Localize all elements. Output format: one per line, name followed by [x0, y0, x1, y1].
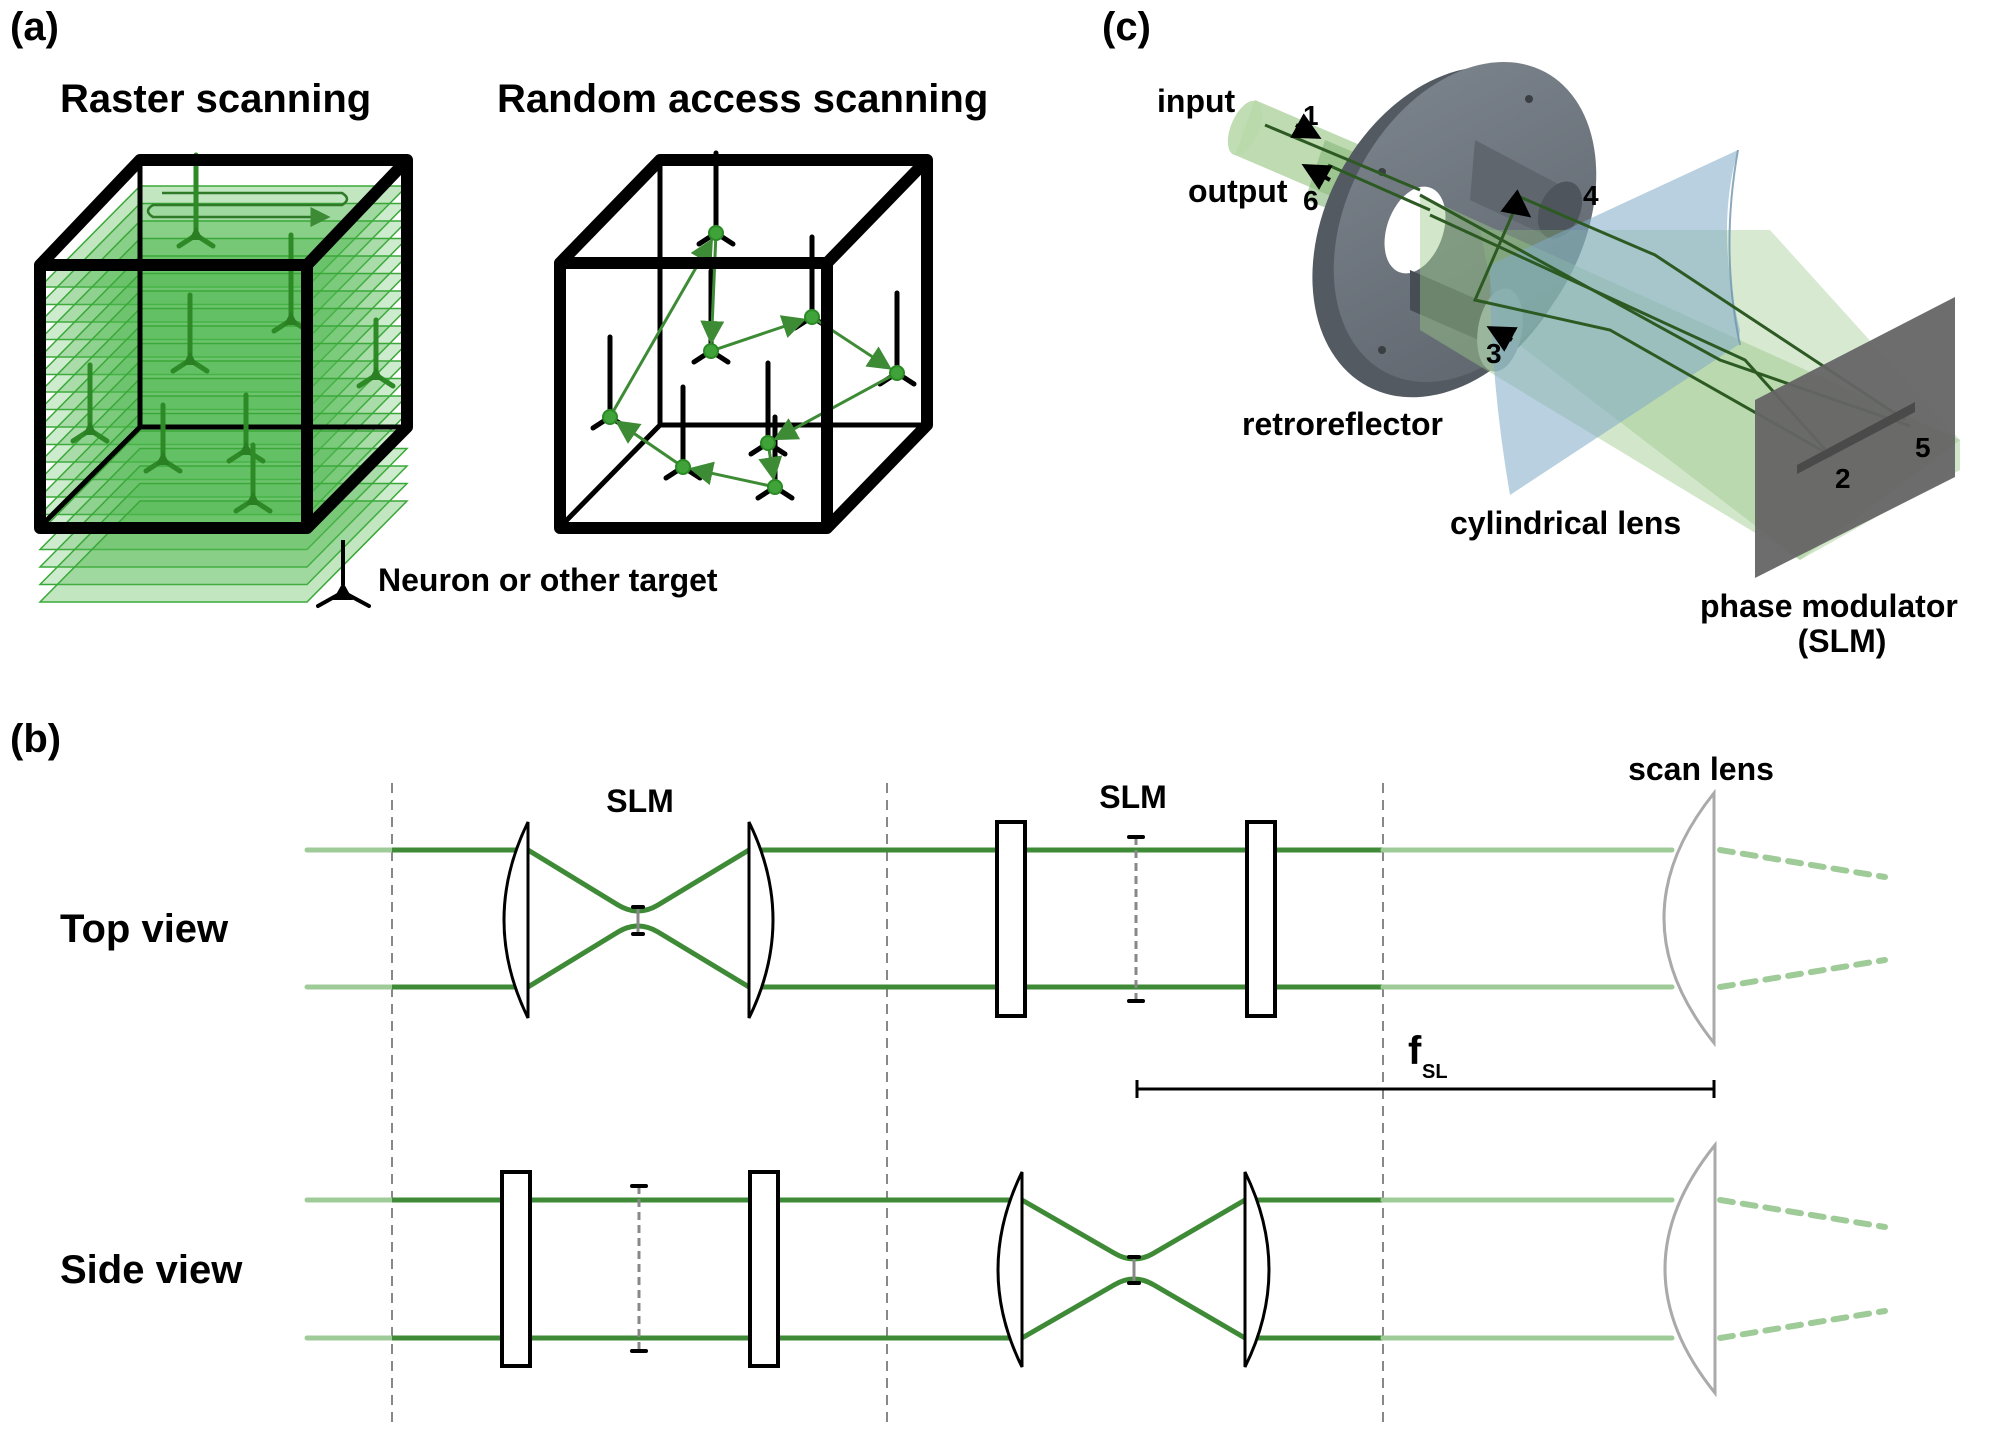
access-path-arrow — [717, 315, 807, 351]
target-marker — [602, 409, 618, 425]
panel-b-label: (b) — [10, 717, 61, 761]
beam-focus — [1020, 1276, 1247, 1341]
phase-modulator-sublabel: (SLM) — [1798, 623, 1887, 659]
neuron-legend-text: Neuron or other target — [378, 562, 718, 598]
raster-scanning-title: Raster scanning — [60, 77, 371, 121]
neuron-icon — [316, 540, 371, 608]
raster-planes — [38, 185, 409, 603]
random-access-cube — [554, 150, 933, 534]
raster-cube — [34, 152, 413, 603]
target-marker — [708, 225, 724, 241]
raster-neurons — [70, 152, 396, 514]
focal-length-bar: f SL — [1135, 1029, 1716, 1098]
beam-focus — [1020, 1197, 1247, 1262]
panel-a-label: (a) — [10, 5, 59, 49]
cylindrical-lens — [1490, 149, 1741, 495]
neuron-icon — [170, 292, 210, 374]
neuron-icon — [143, 402, 183, 474]
target-marker — [804, 309, 820, 325]
retroreflector-label: retroreflector — [1242, 406, 1443, 442]
step-5: 5 — [1915, 432, 1931, 463]
panel-c-label: (c) — [1102, 5, 1151, 49]
phase-modulator-label: phase modulator — [1700, 588, 1958, 624]
access-path-arrow — [773, 375, 892, 441]
cylindrical-lens-4 — [1243, 1171, 1271, 1368]
top-view-row — [304, 788, 1888, 1048]
cylindrical-lens-1 — [502, 821, 530, 1019]
neuron-legend: Neuron or other target — [316, 540, 718, 608]
raster-path-arrow — [146, 191, 349, 227]
neuron-icon — [356, 317, 396, 389]
step-4: 4 — [1583, 180, 1599, 211]
target-marker — [767, 479, 783, 495]
step-3: 3 — [1486, 338, 1502, 369]
random-cube-frame — [554, 154, 933, 534]
access-path-arrow — [700, 239, 725, 346]
side-view-row — [304, 1140, 1888, 1398]
beam-converging — [1717, 957, 1888, 990]
cylindrical-lens-label: cylindrical lens — [1450, 505, 1681, 541]
screw-hole — [1525, 95, 1533, 103]
random-access-path — [602, 225, 905, 495]
neuron-icon — [176, 152, 216, 249]
beam-converging — [1717, 847, 1888, 880]
raster-cube-frame — [34, 154, 413, 534]
target-marker — [675, 459, 691, 475]
random-access-title: Random access scanning — [497, 77, 988, 121]
output-label: output — [1188, 173, 1288, 209]
step-2: 2 — [1835, 463, 1851, 494]
target-marker — [889, 365, 905, 381]
neuron-icon — [233, 442, 273, 514]
window-plate — [748, 1170, 780, 1368]
screw-hole — [1378, 346, 1386, 354]
access-path-arrow — [612, 238, 714, 412]
window-plate — [995, 820, 1027, 1018]
top-view-label: Top view — [60, 907, 229, 951]
cylindrical-lens-2 — [747, 821, 775, 1019]
target-marker — [703, 343, 719, 359]
cube-back-edge — [38, 425, 142, 529]
step-arrows — [1290, 113, 1532, 352]
side-view-label: Side view — [60, 1248, 243, 1292]
scan-lens-label: scan lens — [1628, 751, 1774, 787]
cylindrical-lens-3 — [996, 1171, 1024, 1368]
slm-label-2: SLM — [1099, 779, 1167, 815]
scan-lens-side — [1663, 1140, 1717, 1398]
panel-c: (c) — [1102, 5, 1960, 659]
target-marker — [760, 435, 776, 451]
phase-modulator-slm — [1755, 297, 1955, 578]
access-path-arrow — [758, 449, 783, 482]
window-plate — [1245, 820, 1277, 1018]
slm-label-1: SLM — [606, 783, 674, 819]
beam-focus — [526, 847, 751, 914]
neuron-icon — [70, 362, 110, 444]
cube-back-edge — [558, 423, 662, 529]
scan-lens-top — [1662, 788, 1716, 1048]
window-plate — [500, 1170, 532, 1368]
focal-length-subscript: SL — [1422, 1061, 1448, 1083]
input-label: input — [1157, 83, 1236, 119]
focal-length-symbol: f — [1408, 1029, 1422, 1073]
panel-b: (b) Top view Side view SLM SLM scan lens — [10, 717, 1888, 1422]
access-path-arrow — [688, 461, 769, 487]
panel-a: (a) Raster scanning Random access scanni… — [10, 5, 988, 608]
step-1: 1 — [1303, 100, 1319, 131]
access-path-arrow — [614, 420, 679, 465]
step-6: 6 — [1303, 185, 1319, 216]
